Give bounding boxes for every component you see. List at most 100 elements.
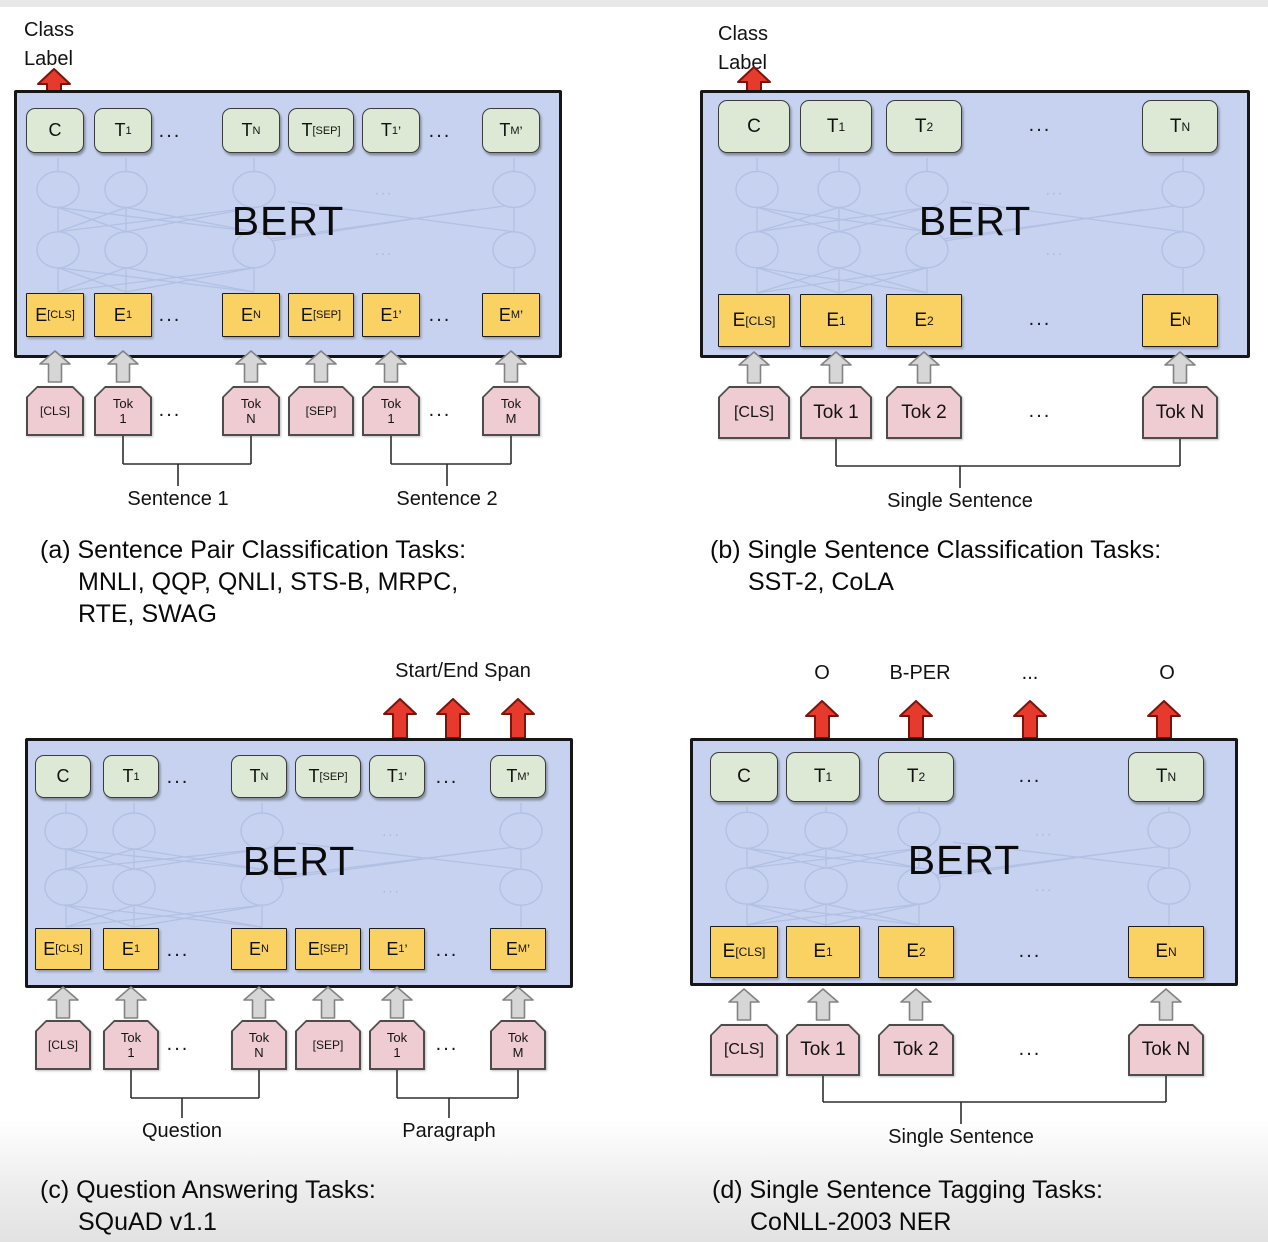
- token-label-line: 1: [119, 411, 127, 426]
- label-subscript: 2: [926, 119, 934, 134]
- up-arrow-gray-icon: [728, 988, 760, 1021]
- token-label-line: Tok: [240, 396, 262, 411]
- caption-line: SQuAD v1.1: [78, 1208, 217, 1236]
- label-main: T: [906, 766, 919, 787]
- label-prime: ’: [520, 307, 524, 323]
- page-top-edge: [0, 0, 1268, 7]
- token-label: Tok N: [1142, 386, 1218, 439]
- up-arrow-gray-icon: [115, 986, 147, 1019]
- label-subscript: 1: [826, 945, 833, 959]
- embedding-box: E[CLS]: [26, 293, 84, 337]
- label-prime: ’: [398, 307, 402, 323]
- group-label: Sentence 1: [127, 488, 229, 510]
- label-subscript: 1: [133, 770, 140, 783]
- row-dots: ...: [435, 938, 459, 961]
- label-subscript: 2: [919, 945, 926, 959]
- row-dots: ...: [158, 399, 182, 421]
- token-box: Tok 2: [878, 1024, 954, 1076]
- label-main: E: [722, 941, 736, 962]
- label-subscript: N: [253, 309, 261, 321]
- token-box-fill: [720, 388, 789, 438]
- label-subscript: 1: [825, 770, 833, 784]
- label-subscript: N: [1181, 119, 1191, 134]
- label-subscript: [CLS]: [55, 943, 83, 955]
- label-subscript: 1: [839, 313, 846, 328]
- label-prime: ’: [398, 122, 402, 139]
- up-arrow-gray-icon: [243, 986, 275, 1019]
- label-main: E: [113, 304, 126, 325]
- svg-text:...: ...: [375, 242, 394, 259]
- svg-text:...: ...: [382, 879, 401, 896]
- label-main: E: [380, 304, 393, 325]
- token-label-line: Tok: [120, 1030, 142, 1045]
- caption-line: RTE, SWAG: [78, 600, 217, 628]
- label-subscript: [SEP]: [319, 770, 348, 783]
- label-main: T: [813, 766, 826, 787]
- token-box: [CLS]: [718, 386, 790, 439]
- ner-tag: ...: [1021, 662, 1039, 684]
- label-main: C: [56, 766, 70, 786]
- token-label: Tok 1: [786, 1024, 860, 1076]
- label-main: E: [813, 941, 826, 962]
- token-box: [CLS]: [710, 1024, 778, 1076]
- output-box: T[SEP]: [295, 755, 361, 798]
- bert-title: BERT: [231, 197, 345, 244]
- token-label-line: Tok: [112, 396, 134, 411]
- label-main: E: [386, 938, 399, 959]
- token-label-line: M: [512, 1045, 524, 1060]
- token-box-fill: [1144, 388, 1217, 438]
- token-label-text: [CLS]: [39, 404, 70, 418]
- token-label-line: N: [246, 411, 256, 426]
- label-subscript: N: [252, 124, 261, 137]
- label-main: T: [914, 115, 927, 137]
- label-main: E: [498, 304, 511, 325]
- up-arrow-red-icon: [805, 700, 839, 739]
- up-arrow-gray-icon: [738, 351, 770, 384]
- label-subscript: 1: [397, 770, 404, 783]
- class-label-line: Class: [718, 23, 769, 45]
- page-bottom-fade: [0, 1120, 1268, 1242]
- token-box: Tok 2: [886, 386, 962, 439]
- up-arrow-gray-icon: [1164, 351, 1196, 384]
- caption-line: (d) Single Sentence Tagging Tasks:: [712, 1176, 1103, 1204]
- label-prime: ’: [527, 941, 531, 957]
- label-subscript: [SEP]: [319, 943, 349, 955]
- group-label: Single Sentence: [887, 490, 1033, 512]
- token-box-fill: [802, 388, 871, 438]
- group-label: Question: [141, 1120, 223, 1142]
- label-main: T: [249, 766, 261, 786]
- label-subscript: N: [260, 770, 269, 783]
- group-label: Single Sentence: [888, 1126, 1034, 1148]
- svg-text:...: ...: [1035, 878, 1054, 895]
- row-dots: ...: [166, 766, 190, 789]
- label-subscript: M: [510, 124, 520, 137]
- label-subscript: 1: [125, 124, 132, 137]
- group-label: Sentence 2: [396, 488, 498, 510]
- caption-line: (c) Question Answering Tasks:: [40, 1176, 376, 1204]
- row-dots: ...: [166, 1033, 190, 1055]
- label-subscript: 1: [838, 119, 846, 134]
- token-box-fill: [1130, 1026, 1203, 1075]
- token-label-text: Tok N: [1155, 401, 1205, 423]
- token-label-line: M: [505, 411, 517, 426]
- token-label-line: Tok: [380, 396, 402, 411]
- label-main: T: [386, 766, 398, 786]
- label-main: T: [308, 766, 320, 786]
- label-main: E: [43, 938, 56, 959]
